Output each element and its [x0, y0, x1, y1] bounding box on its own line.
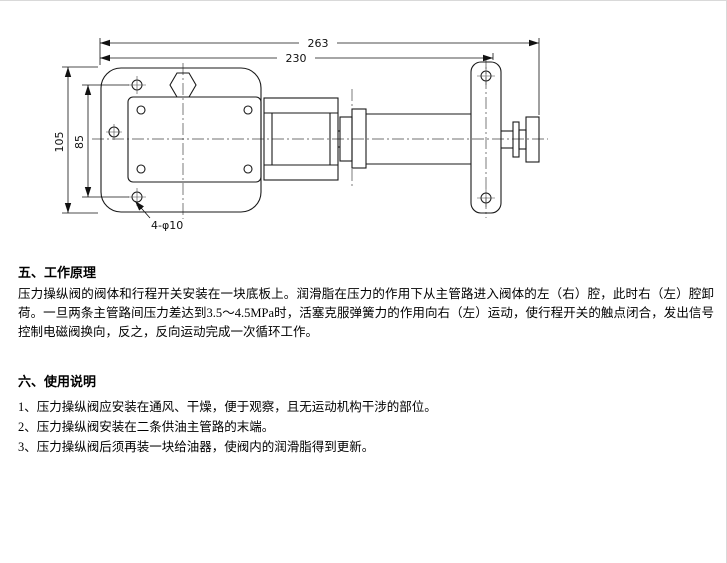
- usage-note-1: 1、压力操纵阀应安装在通风、干燥，便于观察，且无运动机构干涉的部位。: [18, 400, 437, 414]
- dim-overall-length: 263: [308, 37, 329, 50]
- usage-note-2: 2、压力操纵阀安装在二条供油主管路的末端。: [18, 420, 275, 434]
- technical-drawing: 263 230 105 85 4-φ10: [53, 37, 548, 232]
- dimension-lines: [62, 38, 540, 219]
- knob: [512, 121, 520, 158]
- document-content: 五、工作原理 压力操纵阀的阀体和行程开关安装在一块底板上。润滑脂在压力的作用下从…: [18, 263, 714, 457]
- hole-centermarks: [106, 67, 495, 207]
- dim-mount-length: 230: [286, 52, 307, 65]
- dimension-labels: 263 230 105 85 4-φ10: [53, 37, 329, 232]
- hole-callout-label: 4-φ10: [151, 219, 183, 232]
- dim-plate-height: 105: [53, 132, 66, 153]
- coupling-outer: [351, 108, 367, 169]
- valve-outline: [100, 61, 540, 214]
- base-plate: [100, 67, 262, 213]
- mounting-holes: [131, 70, 492, 204]
- working-principle-text: 压力操纵阀的阀体和行程开关安装在一块底板上。润滑脂在压力的作用下从主管路进入阀体…: [18, 287, 714, 339]
- section-heading-usage: 六、使用说明: [18, 374, 97, 389]
- hex-fitting: [169, 72, 197, 98]
- valve-body: [127, 96, 262, 183]
- centerlines: [92, 57, 548, 219]
- section-heading-working-principle: 五、工作原理: [18, 265, 97, 280]
- usage-note-3: 3、压力操纵阀后须再装一块给油器，使阀内的润滑脂得到更新。: [18, 440, 375, 454]
- dim-hole-spacing: 85: [73, 135, 86, 149]
- switch-block: [263, 97, 339, 181]
- end-flange: [470, 61, 502, 214]
